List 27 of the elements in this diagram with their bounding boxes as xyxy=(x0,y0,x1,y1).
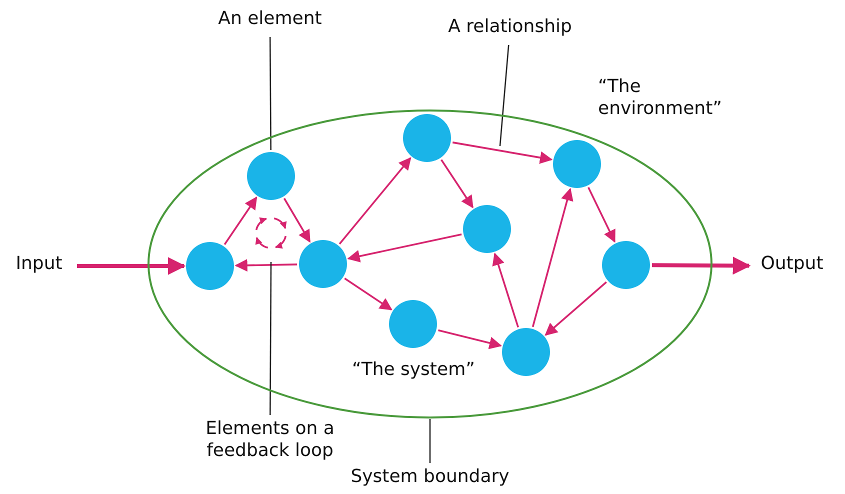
arrow xyxy=(347,234,462,262)
leader-line xyxy=(269,37,272,150)
arrow xyxy=(338,157,412,245)
arrow xyxy=(544,281,607,336)
arrow xyxy=(77,257,186,275)
environment-label: “The environment” xyxy=(598,76,723,120)
leader-line xyxy=(270,262,272,415)
arrow xyxy=(492,252,519,328)
arrow xyxy=(234,259,298,272)
arrow xyxy=(344,278,392,310)
arrow xyxy=(440,159,474,208)
arrow xyxy=(588,187,616,243)
arrow xyxy=(438,329,502,350)
system-label: “The system” xyxy=(352,359,476,381)
callout-text: System boundary xyxy=(350,466,510,488)
callout-text: A relationship xyxy=(447,16,573,38)
arrow xyxy=(224,196,258,245)
arrow xyxy=(283,198,311,243)
arrow xyxy=(652,256,751,275)
callout-text: Input xyxy=(14,253,64,275)
callout-text: An element xyxy=(217,8,323,30)
arrow xyxy=(532,188,574,328)
leader-line xyxy=(429,419,431,463)
callout-text: Output xyxy=(760,253,824,275)
arrow xyxy=(452,142,553,164)
leader-line xyxy=(499,44,510,146)
callout-text: Elements on a feedback loop xyxy=(204,418,336,462)
